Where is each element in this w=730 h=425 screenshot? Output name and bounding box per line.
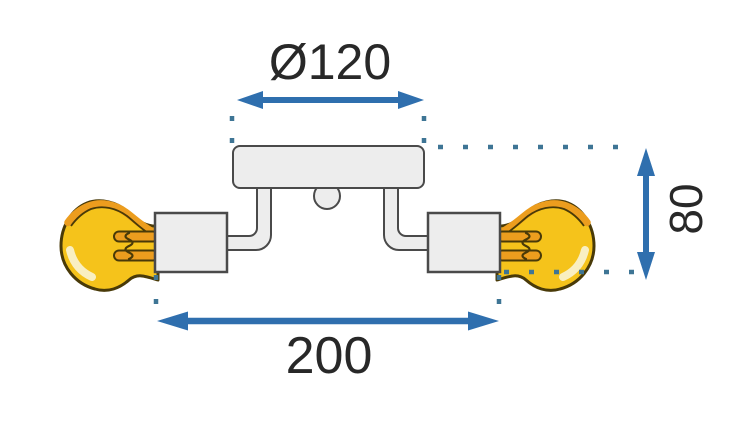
- bulb-socket-left: [153, 211, 229, 274]
- light-bulb-right: [497, 201, 594, 291]
- arrow-head-up-icon: [637, 148, 655, 176]
- extension-dotted-lines: [153, 116, 636, 304]
- light-bulb-left: [61, 201, 158, 291]
- bulb-socket-right: [426, 211, 502, 274]
- width-dimension-arrow: [157, 311, 499, 331]
- arrow-head-right-icon: [468, 311, 499, 331]
- arrow-head-down-icon: [637, 252, 655, 280]
- arrow-head-left-icon: [237, 91, 263, 109]
- arrow-head-right-icon: [398, 91, 424, 109]
- arrow-head-left-icon: [157, 311, 188, 331]
- dimension-arrows: [157, 91, 655, 331]
- diameter-dimension-arrow: [237, 91, 424, 109]
- height-dimension-label: 80: [660, 183, 712, 235]
- width-dimension-label: 200: [285, 327, 373, 385]
- lamp-arm-left: [226, 186, 272, 251]
- canopy-plate: [232, 145, 425, 189]
- diameter-dimension-label: Ø120: [268, 34, 392, 90]
- height-dimension-arrow: [637, 148, 655, 280]
- lamp-fixture: [61, 145, 594, 291]
- lamp-arm-right: [383, 186, 429, 251]
